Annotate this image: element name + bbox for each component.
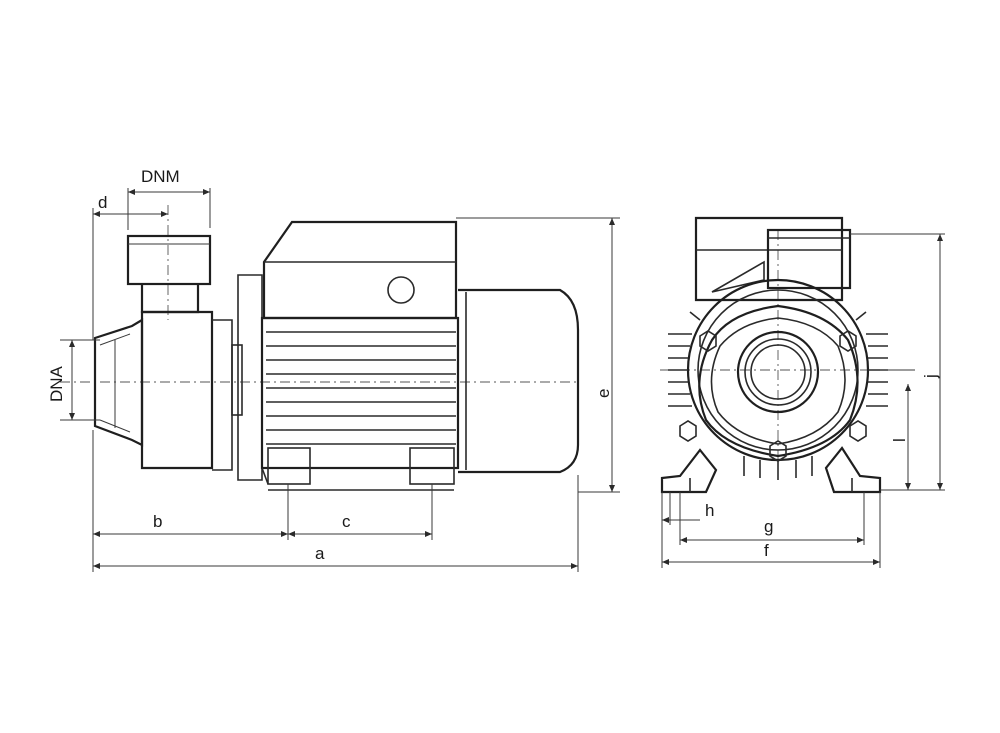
front-motor-housing [668, 278, 888, 480]
label-j: j [921, 374, 940, 379]
dim-b: b [93, 512, 288, 537]
dim-h: h [662, 501, 714, 523]
label-f: f [764, 541, 769, 560]
outlet-pipe [126, 234, 212, 314]
label-dnm: DNM [141, 167, 180, 186]
dim-d: d [92, 193, 168, 340]
label-dna: DNA [47, 365, 66, 402]
dim-e: e [456, 217, 620, 493]
label-d: d [98, 193, 107, 212]
label-h: h [705, 501, 714, 520]
label-c: c [342, 512, 351, 531]
label-g: g [764, 517, 773, 536]
dim-dnm: DNM [127, 167, 211, 230]
terminal-box [262, 220, 458, 320]
motor-end-cap [458, 288, 580, 474]
dim-f: f [662, 541, 880, 565]
front-view: h g f l j [660, 216, 945, 568]
dim-a: a [93, 544, 578, 569]
motor-body [260, 316, 460, 491]
dim-j: j [850, 233, 945, 490]
dim-c: c [288, 512, 432, 537]
label-e: e [594, 389, 613, 398]
side-view: DNM d DNA b c [47, 167, 620, 572]
pump-body [140, 274, 263, 481]
front-terminal-box [694, 216, 852, 302]
dim-l: l [880, 369, 945, 491]
dim-g: g [680, 517, 864, 543]
inlet-nozzle [93, 318, 144, 447]
front-pump-volute [679, 304, 867, 462]
dim-dna: DNA [47, 339, 100, 421]
label-a: a [315, 544, 325, 563]
label-l: l [890, 438, 909, 442]
label-b: b [153, 512, 162, 531]
